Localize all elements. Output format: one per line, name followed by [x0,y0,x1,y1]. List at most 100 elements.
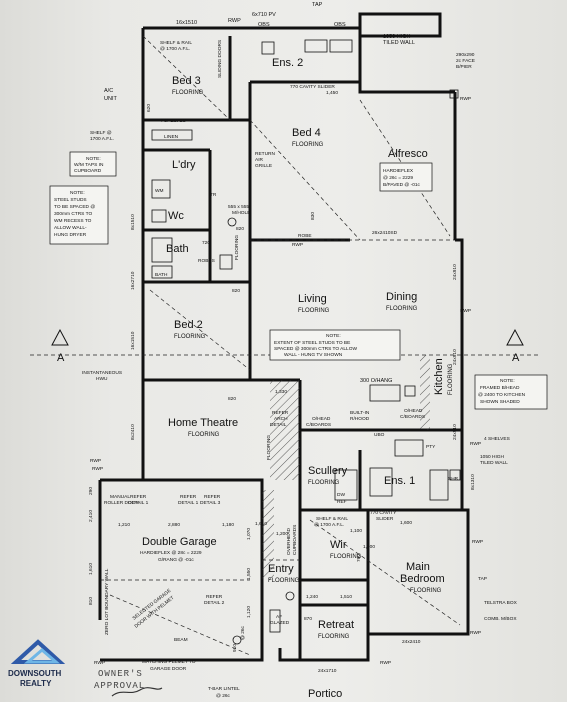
section-a-left: A [57,352,65,364]
room-retreat-floor: FLOORING [318,634,350,640]
label-refer: DETAIL 2 [204,600,225,606]
label-return: AIR [255,157,264,163]
label-manual: MANUAL [110,494,130,500]
room-entry: Entry [268,563,294,575]
label-dim: @ 26c [240,625,246,640]
label-dim: 620 [146,104,152,112]
label-dim: 8x1310 [470,474,476,490]
label-obs: OBS [334,22,346,28]
note-steel: STEEL STUDS [54,197,87,203]
label-dim: 820 [236,226,244,232]
note-frame: @ 2400 TO KITCHEN [478,392,526,398]
label-rwp: RWP [380,660,391,666]
section-a-right: A [512,352,520,364]
label-rwp: RWP [472,539,483,545]
label-dim: 830 [310,212,316,220]
label-ac: A/C [104,88,113,94]
label-dim: 910 [232,644,238,652]
note-box [49,185,109,245]
label-dim: 1,000 [363,544,375,550]
label-pier: 290x290 [456,52,475,58]
label-refer: REFER [204,494,221,500]
label-dim: 1,510 [340,594,352,600]
walls [98,12,470,662]
label-dim: 1,330 [275,389,287,395]
label-rwp: RWP [94,660,105,666]
label-dim: 8x1510 [130,214,136,230]
label-ac: UNIT [104,96,117,102]
stamp-line-2: APPROVAL [94,681,145,691]
ceiling-lines [30,35,540,656]
room-bath: Bath [166,243,189,255]
label-return: GRILLE [255,163,272,169]
note-tv: SPACED @ 300mm CTRS TO ALLOW [274,346,357,352]
label-shelf: @ 1700 A.F.L. [314,522,344,528]
label-dim: 1,180 [222,522,234,528]
label-mhole: M/HOLE [232,210,250,216]
label-hardieflex: G/RANG @ -01c [158,557,194,563]
label-dim: 820 [228,396,236,402]
label-dim: 24x910 [452,424,458,440]
room-bed4: Bed 4 [292,127,321,139]
room-retreat: Retreat [318,619,354,631]
label-tiled: TILED WALL [383,40,415,46]
label-rwp: RWP [460,308,471,314]
note-steel: WM RECESS TO [54,218,92,224]
label-pier: B/PIER [456,64,472,70]
signature [111,687,163,697]
label-dim: 1,240 [306,594,318,600]
label-dim: 24x2410 [402,639,421,645]
room-entry-floor: FLOORING [268,578,300,584]
label-mbox: COMB. M/BOX [484,616,517,622]
label-tiled: 1050 HIGH [383,34,411,40]
house-icon: DOWNSOUTH REALTY [8,639,66,688]
room-kitchen-floor: FLOORING [448,363,454,395]
room-alfresco: Alfresco [388,148,428,160]
label-rwp: RWP [470,630,481,636]
label-rwp: RWP [460,96,471,102]
label-shelves: 4 SHELVES [484,436,510,442]
label-shelf: SHELF @ [90,130,112,136]
label-ubo: UBO [374,432,385,438]
label-rwp: RWP [90,458,101,464]
label-shelves: 4 SHELVES [160,118,186,124]
note-wm-heading: NOTE: [86,156,101,162]
room-portico: Portico [308,688,342,700]
room-scullery: Scullery [308,465,348,477]
note-steel: 300mm CTRS TO [54,211,92,217]
label-dim: 16x1510 [176,20,197,26]
room-kitchen: Kitchen [433,358,445,395]
label-pelmet: GARAGE DOOR [150,666,187,672]
label-builtin: R/HOOD [350,416,370,422]
approval-stamp: OWNER'S APPROVAL [92,662,182,698]
label-tap: TAP [312,2,323,8]
label-cavity: 770 CAVITY [370,510,397,516]
room-main: Main [406,561,430,573]
label-dim: 8x2410 [130,424,136,440]
label-cavity: SLIDER [376,516,394,522]
label-flooring: FLOORING [266,435,272,460]
label-tr: TR [210,192,217,198]
label-ohead: O/HEAD [312,416,331,422]
label-dim: 2,880 [168,522,180,528]
label-ohead: O/HEAD [404,408,423,414]
label-pelmet: MATCHING PELMET TO [142,659,196,665]
label-manual: ROLLER DOOR [104,500,139,506]
label-afl: @ 1700 A.F.L. [160,46,190,52]
label-robe: ROBE [298,233,312,239]
label-refer: ARCH [274,416,288,422]
label-glazed: GLAZED [270,620,290,626]
label-refer: REFER [206,594,223,600]
label-refer: DETAIL 3 [200,500,221,506]
label-hardieflex: B/PAVED @ -01c [383,182,421,188]
label-dim: 24x910 [452,349,458,365]
label-tiled: 1050 HIGH [480,454,505,460]
label-dim: 1,120 [246,606,252,618]
label-tbar: T-BAR LINTEL [208,686,240,692]
label-dim: 820 [232,288,240,294]
label-dim: 26x2410SD [372,230,398,236]
label-dim: 2,410 [88,510,94,522]
label-hwu: INSTANTANEOUS [82,370,122,376]
room-laundry: L'dry [172,159,196,171]
